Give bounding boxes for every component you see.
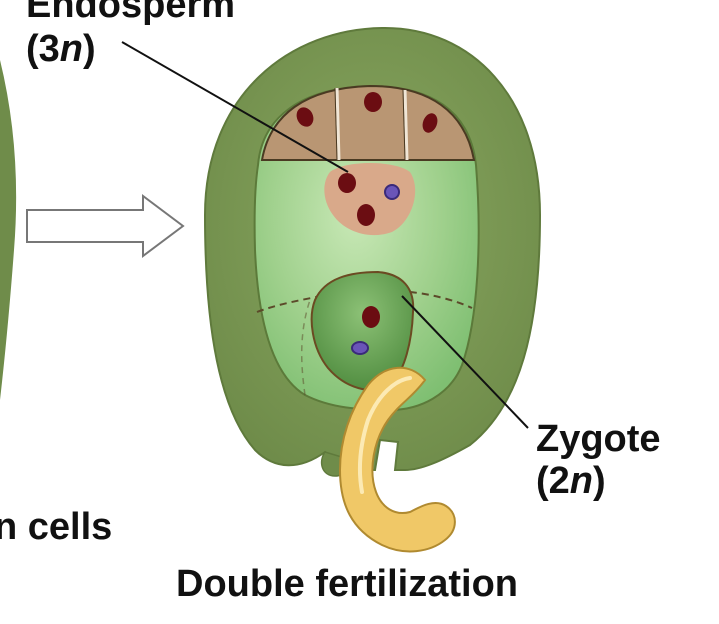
endosperm-ploidy-number: (3 xyxy=(26,28,60,70)
zygote-ploidy: (2n) xyxy=(536,462,606,500)
pollen-tube-highlight xyxy=(358,376,412,494)
zygote-leader-line xyxy=(401,295,529,429)
zygote-nucleus xyxy=(362,306,380,328)
sperm-nucleus-endosperm xyxy=(384,184,400,200)
antipodal-cells xyxy=(260,84,476,161)
zygote-sperm-nucleus xyxy=(351,341,369,355)
diagram-caption: Double fertilization xyxy=(176,565,518,603)
antipodal-wall-2 xyxy=(403,89,409,161)
polar-nucleus-2 xyxy=(357,204,375,226)
zygote-title: Zygote xyxy=(536,418,661,460)
caption-text: Double fertilization xyxy=(176,563,518,605)
zygote-ploidy-number: (2 xyxy=(536,460,570,502)
endosperm-ploidy: (3n) xyxy=(26,30,96,68)
antipodal-nucleus-1 xyxy=(296,107,314,127)
transition-arrow xyxy=(26,194,185,258)
synergid-boundary-right xyxy=(409,291,473,309)
endosperm-title: Endosperm xyxy=(26,0,236,26)
zygote-ploidy-close: ) xyxy=(593,460,606,502)
antipodal-wall-1-edge xyxy=(334,87,338,161)
endosperm-ploidy-n: n xyxy=(59,28,84,70)
left-cut-text: n cells xyxy=(0,506,113,548)
endosperm-ploidy-close: ) xyxy=(83,28,96,70)
antipodal-nucleus-3 xyxy=(422,113,438,133)
zygote-label: Zygote xyxy=(536,420,661,458)
previous-ovule-edge xyxy=(0,60,17,400)
left-cut-label: n cells xyxy=(0,508,112,546)
antipodal-nucleus-2 xyxy=(364,92,382,112)
endosperm-leader-line xyxy=(121,41,349,173)
zygote-cell xyxy=(310,270,415,391)
endosperm-label: Endosperm xyxy=(26,0,235,24)
synergid-boundary-lower xyxy=(300,299,311,396)
antipodal-wall-1 xyxy=(335,87,341,161)
polar-nucleus-1 xyxy=(338,173,356,193)
zygote-ploidy-n: n xyxy=(569,460,594,502)
antipodal-wall-2-edge xyxy=(402,89,406,161)
